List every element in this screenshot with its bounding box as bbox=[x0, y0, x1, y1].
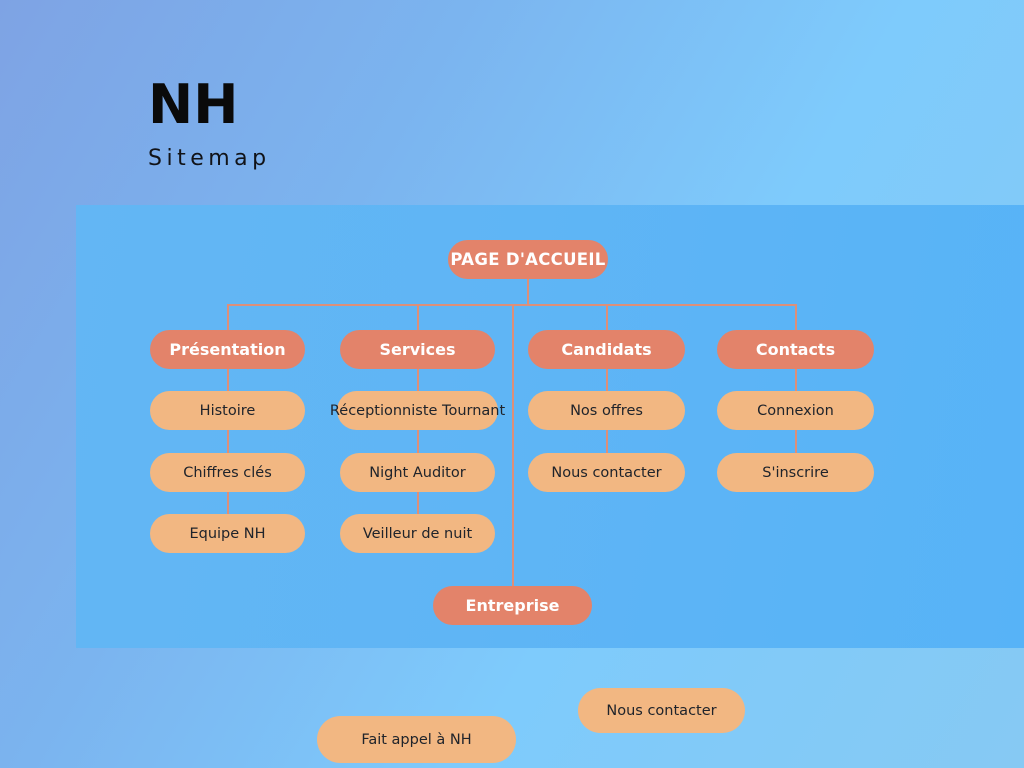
node-connexion[interactable]: Connexion bbox=[717, 391, 874, 430]
connector-services-receptionniste bbox=[417, 369, 419, 391]
node-label: Contacts bbox=[755, 340, 836, 359]
connector-receptionniste-night bbox=[417, 430, 419, 453]
node-chiffres-cles[interactable]: Chiffres clés bbox=[150, 453, 305, 492]
connector-drop-presentation bbox=[227, 304, 229, 330]
connector-root-stem bbox=[527, 278, 529, 305]
node-sinscrire[interactable]: S'inscrire bbox=[717, 453, 874, 492]
connector-contacts-connexion bbox=[795, 369, 797, 391]
node-label: Services bbox=[379, 340, 456, 359]
page-title: NH bbox=[148, 73, 239, 136]
node-candidats[interactable]: Candidats bbox=[528, 330, 685, 369]
node-nous-contacter[interactable]: Nous contacter bbox=[528, 453, 685, 492]
node-equipe-nh[interactable]: Equipe NH bbox=[150, 514, 305, 553]
node-veilleur-de-nuit[interactable]: Veilleur de nuit bbox=[340, 514, 495, 553]
node-label: Chiffres clés bbox=[183, 464, 272, 481]
node-label: Entreprise bbox=[465, 596, 560, 615]
page-subtitle: Sitemap bbox=[148, 146, 271, 171]
node-label: Histoire bbox=[199, 402, 256, 419]
connector-drop-contacts bbox=[795, 304, 797, 330]
node-label: S'inscrire bbox=[762, 464, 829, 481]
connector-offres-contacter bbox=[606, 430, 608, 453]
connector-chiffres-equipe bbox=[227, 492, 229, 514]
node-label: Nos offres bbox=[570, 402, 643, 419]
connector-drop-candidats bbox=[606, 304, 608, 330]
node-receptionniste-tournant[interactable]: Réceptionniste Tournant bbox=[330, 391, 505, 430]
node-label: Candidats bbox=[561, 340, 652, 359]
node-contacts[interactable]: Contacts bbox=[717, 330, 874, 369]
node-label: Nous contacter bbox=[606, 702, 717, 719]
node-label: Night Auditor bbox=[369, 464, 466, 481]
node-night-auditor[interactable]: Night Auditor bbox=[340, 453, 495, 492]
connector-presentation-histoire bbox=[227, 369, 229, 391]
node-histoire[interactable]: Histoire bbox=[150, 391, 305, 430]
connector-bus bbox=[227, 304, 796, 306]
node-detached-nous-contacter[interactable]: Nous contacter bbox=[578, 688, 745, 733]
node-entreprise[interactable]: Entreprise bbox=[433, 586, 592, 625]
node-detached-fait-appel-a-nh[interactable]: Fait appel à NH bbox=[317, 716, 516, 763]
connector-bus-entreprise bbox=[512, 304, 514, 586]
connector-candidats-offres bbox=[606, 369, 608, 391]
node-label: Réceptionniste Tournant bbox=[329, 402, 506, 419]
node-label: Equipe NH bbox=[189, 525, 266, 542]
node-label: Nous contacter bbox=[551, 464, 662, 481]
node-presentation[interactable]: Présentation bbox=[150, 330, 305, 369]
node-label: Présentation bbox=[169, 340, 286, 359]
connector-drop-services bbox=[417, 304, 419, 330]
node-label: Veilleur de nuit bbox=[362, 525, 473, 542]
node-label: Connexion bbox=[757, 402, 834, 419]
connector-connexion-inscrire bbox=[795, 430, 797, 453]
connector-night-veilleur bbox=[417, 492, 419, 514]
node-page-daccueil[interactable]: PAGE D'ACCUEIL bbox=[448, 240, 608, 279]
node-services[interactable]: Services bbox=[340, 330, 495, 369]
page-header: NH Sitemap bbox=[148, 73, 568, 172]
connector-histoire-chiffres bbox=[227, 430, 229, 453]
node-nos-offres[interactable]: Nos offres bbox=[528, 391, 685, 430]
node-label: Fait appel à NH bbox=[361, 731, 472, 748]
node-label: PAGE D'ACCUEIL bbox=[450, 250, 606, 269]
